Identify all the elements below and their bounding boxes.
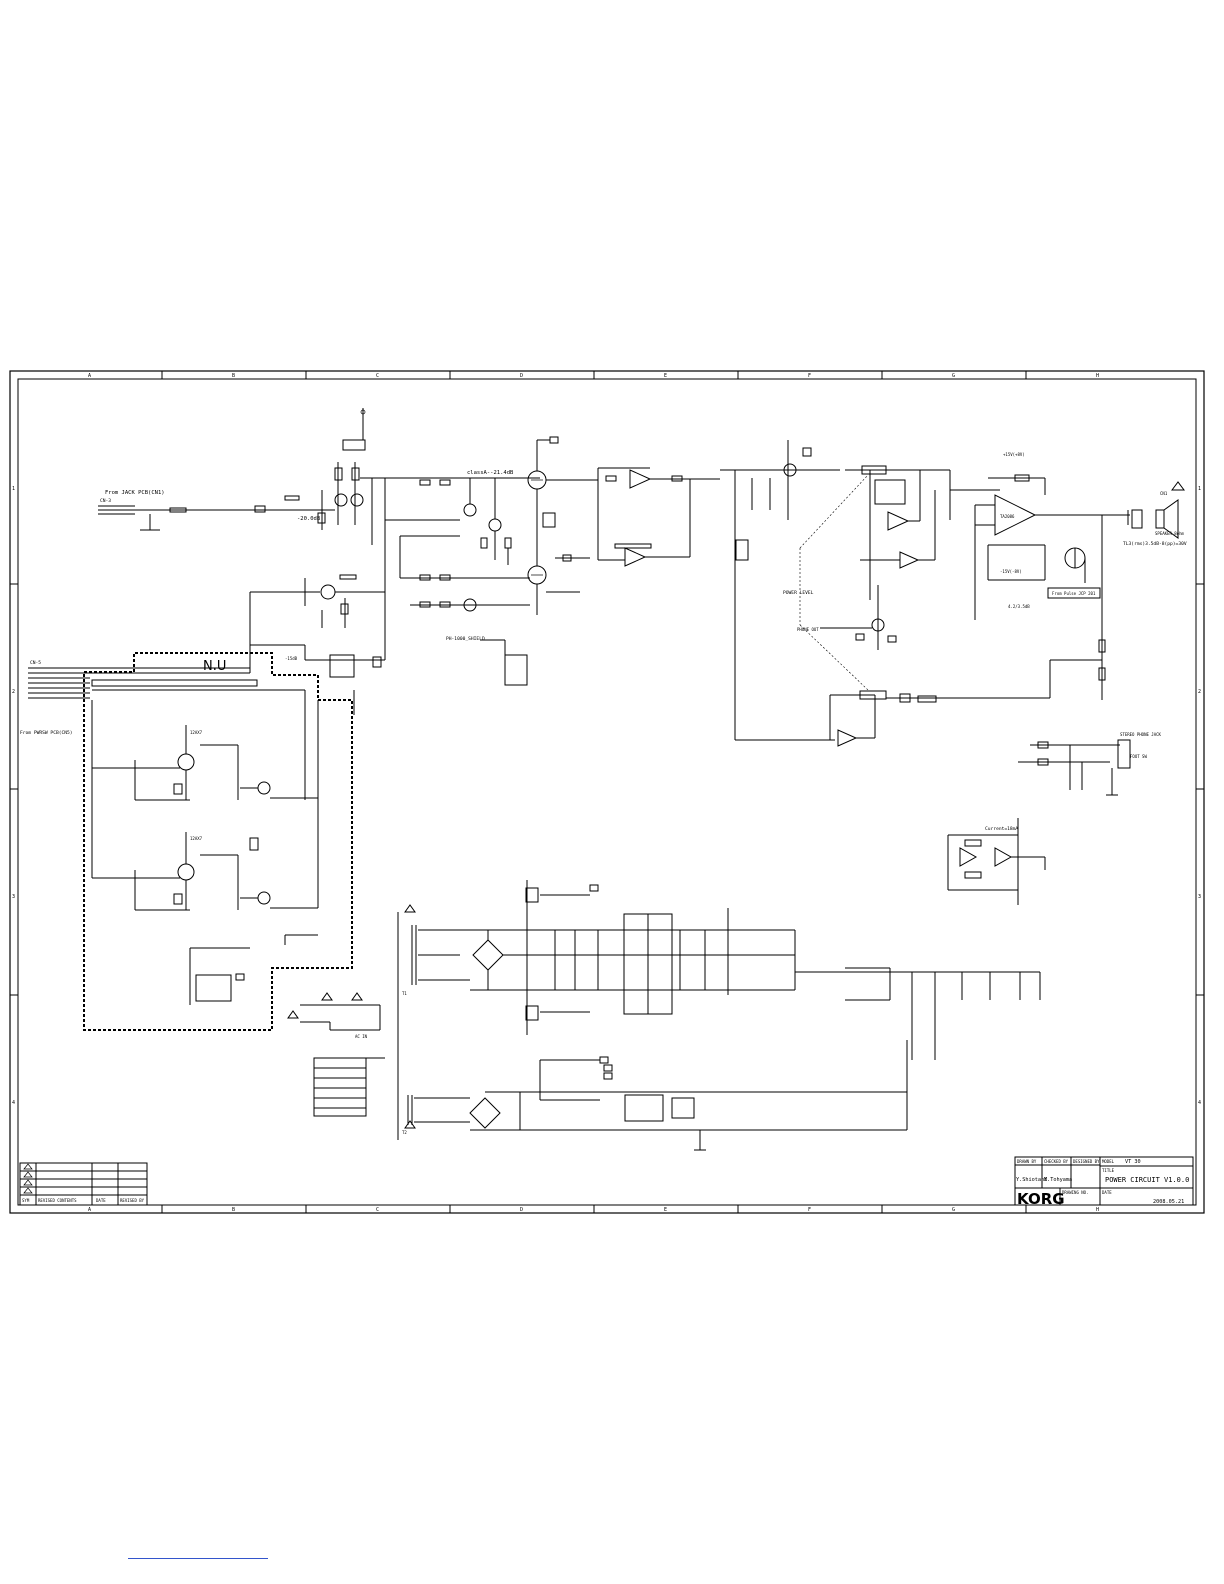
rev-header-contents: REVISED CONTENTS bbox=[38, 1198, 77, 1203]
grid-col-f-bottom: F bbox=[808, 1207, 811, 1213]
opamp-stage bbox=[597, 467, 720, 567]
grid-row-2-right: 2 bbox=[1198, 689, 1201, 695]
transformer-2-label: T2 bbox=[402, 1130, 407, 1135]
rev-header-sym: SYM bbox=[22, 1198, 30, 1203]
preamp-tubes: PH-1000_SHIELD bbox=[446, 436, 598, 686]
grid-col-c: C bbox=[376, 373, 379, 379]
title-label: TITLE bbox=[1102, 1168, 1115, 1173]
input-section: From JACK PCB(CN1) CN-3 -20.0dB bbox=[98, 490, 321, 531]
grid-col-h: H bbox=[1096, 373, 1099, 379]
grid-row-2: 2 bbox=[12, 689, 15, 695]
current-note: Current=18mA bbox=[985, 826, 1018, 832]
checked-by-value: M.Tohyama bbox=[1044, 1177, 1072, 1183]
grid-row-3-right: 3 bbox=[1198, 894, 1201, 900]
date-label: DATE bbox=[1102, 1190, 1112, 1195]
level-m15-label: -15dB bbox=[285, 656, 298, 661]
power-amp-stage: TA2086 -15V(-8V) +15V(+8V) 4.2/3.5dB Fro… bbox=[949, 452, 1187, 700]
speaker-icon bbox=[1155, 509, 1165, 529]
classa-label: classA--21.4dB bbox=[467, 470, 514, 476]
grid-col-f: F bbox=[808, 373, 811, 379]
ac-input-label: AC IN bbox=[355, 1034, 368, 1039]
grid-column-labels-bottom: A B C D E F G H bbox=[88, 1207, 1099, 1213]
nu-label: N.U bbox=[203, 659, 226, 674]
cn-jack-label: CN-3 bbox=[100, 498, 111, 504]
drawing-title: POWER CIRCUIT V1.0.0 bbox=[1105, 1176, 1189, 1184]
model-label: MODEL bbox=[1102, 1159, 1115, 1164]
power-amp-ic-icon bbox=[994, 494, 1037, 536]
secondary-supply: T2 bbox=[402, 1040, 908, 1151]
power-supply: T1 bbox=[397, 880, 1041, 1140]
grid-col-b-bottom: B bbox=[232, 1207, 235, 1213]
model-value: VT 30 bbox=[1125, 1159, 1141, 1165]
phone-ref-label: PHONE OUT bbox=[797, 627, 819, 632]
first-gain-stage bbox=[305, 408, 540, 545]
grid-row-4-right: 4 bbox=[1198, 1100, 1201, 1106]
power-level-label: POWER LEVEL bbox=[783, 590, 814, 596]
grid-row-1-right: 1 bbox=[1198, 486, 1201, 492]
from-pulse-label: From Pulse JCP 201 bbox=[1052, 591, 1096, 596]
grid-col-b: B bbox=[232, 373, 235, 379]
checked-by-label: CHECKED BY bbox=[1044, 1159, 1069, 1164]
grid-col-g-bottom: G bbox=[952, 1207, 955, 1213]
nu-block: N.U 12AX7 12AX7 bbox=[83, 652, 353, 1031]
phone-jack-section: STEREO PHONE JACK FOOT SW bbox=[1018, 732, 1162, 796]
date-value: 2008.05.21 bbox=[1153, 1199, 1184, 1205]
grid-col-c-bottom: C bbox=[376, 1207, 379, 1213]
grid-col-d: D bbox=[520, 373, 523, 379]
from-pwr-label: From PWRSW PCB(CN5) bbox=[20, 730, 73, 736]
nu-tube-1-label: 12AX7 bbox=[190, 730, 203, 735]
power-level-stage: POWER LEVEL PHONE OUT bbox=[720, 440, 1050, 747]
cn-left-label: CN-5 bbox=[30, 660, 41, 666]
bridge-rectifier-2-icon bbox=[469, 1097, 501, 1129]
grid-col-a: A bbox=[88, 373, 91, 379]
nu-tube-2-icon bbox=[177, 863, 195, 881]
nu-tube-2-label: 12AX7 bbox=[190, 836, 203, 841]
bridge-rectifier-1-icon bbox=[472, 939, 504, 971]
grid-col-h-bottom: H bbox=[1096, 1207, 1099, 1213]
drawn-by-label: DRAWN BY bbox=[1017, 1159, 1037, 1164]
vol-label: 4.2/3.5dB bbox=[1008, 604, 1030, 609]
drawing-no-label: DRAWING NO. bbox=[1062, 1190, 1089, 1195]
ac-input: AC IN bbox=[287, 992, 385, 1117]
grid-col-d-bottom: D bbox=[520, 1207, 523, 1213]
grid-col-e: E bbox=[664, 373, 667, 379]
second-gain-stage bbox=[249, 574, 385, 645]
transformer-1-label: T1 bbox=[402, 991, 407, 996]
grid-row-labels: 1 2 3 4 1 2 3 4 bbox=[12, 486, 1201, 1106]
power-ic-label: TA2086 bbox=[1000, 514, 1015, 519]
grid-column-labels-top: A B C D E F G H bbox=[88, 373, 1099, 379]
vcc-pos-label: +15V(+8V) bbox=[1003, 452, 1025, 457]
from-jack-label: From JACK PCB(CN1) bbox=[105, 490, 165, 496]
title-block: DRAWN BY CHECKED BY DESIGNED BY Y.Shiota… bbox=[1014, 1156, 1194, 1208]
grid-col-e-bottom: E bbox=[664, 1207, 667, 1213]
footer-underline bbox=[128, 1558, 268, 1559]
grid-row-4: 4 bbox=[12, 1100, 15, 1106]
grid-col-g: G bbox=[952, 373, 955, 379]
drawn-by-value: Y.Shiotani bbox=[1016, 1177, 1047, 1183]
nu-tube-1-icon bbox=[177, 753, 195, 771]
stereo-jack-label: STEREO PHONE JACK bbox=[1120, 732, 1162, 737]
designed-by-label: DESIGNED BY bbox=[1073, 1159, 1100, 1164]
left-connector: CN-5 From PWRSW PCB(CN5) -15dB bbox=[20, 644, 385, 736]
power-ref-label: PH-1000_SHIELD bbox=[446, 636, 485, 642]
company-logo: KORG bbox=[1017, 1190, 1065, 1208]
speaker-label: SPEAKER 8ohm bbox=[1155, 531, 1184, 536]
grid-col-a-bottom: A bbox=[88, 1207, 91, 1213]
vcc-neg-label: -15V(-8V) bbox=[1000, 569, 1022, 574]
foot-sw-label: FOOT SW bbox=[1130, 754, 1147, 759]
grid-row-1: 1 bbox=[12, 486, 15, 492]
aux-opamps: Current=18mA bbox=[947, 818, 1046, 905]
centre-network: classA--21.4dB bbox=[384, 470, 530, 660]
revision-table: SYM REVISED CONTENTS DATE REVISED BY bbox=[19, 1162, 148, 1206]
drawing-frame bbox=[9, 370, 1205, 1214]
level-m20-label: -20.0dB bbox=[297, 516, 321, 522]
rev-header-by: REVISED BY bbox=[120, 1198, 145, 1203]
power-note-label: TL3(rms)3.5dB-8(pp)=30V bbox=[1123, 541, 1187, 547]
grid-row-3: 3 bbox=[12, 894, 15, 900]
rev-header-date: DATE bbox=[96, 1198, 106, 1203]
speaker-cn-label: CN1 bbox=[1160, 491, 1168, 496]
